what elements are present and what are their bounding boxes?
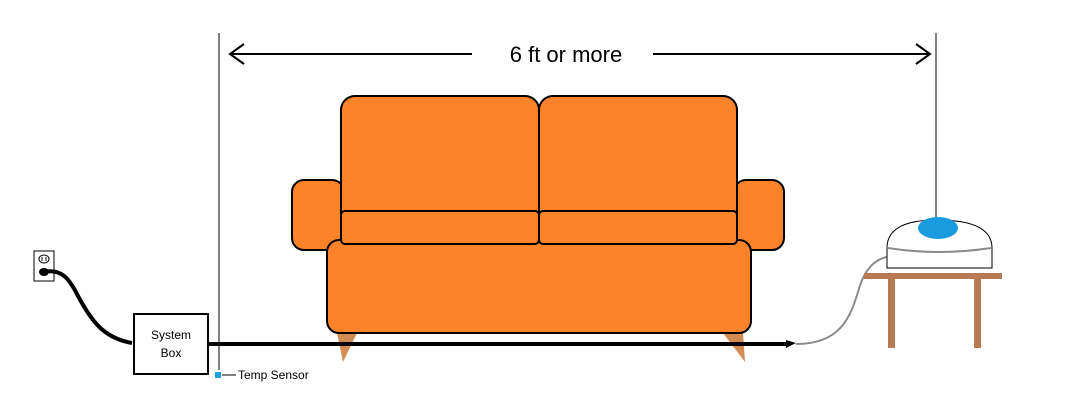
- device-cable: [795, 255, 893, 345]
- temp-sensor: Temp Sensor: [215, 368, 309, 382]
- sofa-right-leg: [723, 333, 745, 362]
- cable-connector-icon: [786, 340, 796, 348]
- right-arrowhead-icon: [915, 43, 932, 65]
- dimension-arrow: 6 ft or more: [228, 42, 932, 67]
- sofa-seat-cushion-left: [340, 210, 540, 245]
- dimension-label: 6 ft or more: [510, 42, 622, 67]
- temp-sensor-dot: [215, 372, 221, 378]
- wall-outlet-icon: [33, 250, 55, 282]
- sofa-left-leg: [337, 333, 357, 362]
- temp-sensor-label: Temp Sensor: [238, 368, 309, 382]
- left-arrowhead-icon: [228, 43, 245, 65]
- system-box-label-line1: System: [151, 328, 191, 342]
- side-table: [864, 273, 1002, 348]
- sensor-device: [886, 217, 993, 269]
- sofa: [291, 95, 785, 362]
- system-box: System Box: [133, 313, 209, 375]
- device-top-light: [918, 217, 958, 239]
- system-box-label-line2: Box: [161, 346, 182, 360]
- power-cord: [43, 269, 133, 345]
- sofa-base: [326, 239, 752, 334]
- sofa-seat-cushion-right: [538, 210, 738, 245]
